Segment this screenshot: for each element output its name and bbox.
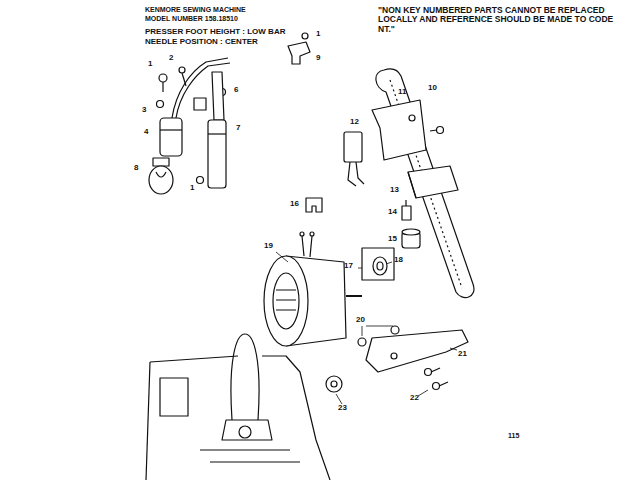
callout-number: 22 (410, 394, 419, 403)
callout-number: 3 (142, 106, 146, 115)
parts-note: "NON KEY NUMBERED PARTS CANNOT BE REPLAC… (378, 6, 628, 34)
callout-number: 17 (344, 262, 353, 271)
callout-number: 20 (356, 316, 365, 325)
callout-number: 7 (236, 124, 240, 133)
callout-number: 21 (458, 350, 467, 359)
callout-number: 1 (148, 60, 152, 69)
callout-number: 2 (169, 54, 173, 63)
callout-number: 12 (350, 118, 359, 127)
header-text: MODEL NUMBER 158.18510 (145, 15, 238, 23)
callout-number: 8 (134, 164, 138, 173)
setting-note: PRESSER FOOT HEIGHT : LOW BAR (145, 28, 285, 37)
callout-number: 4 (144, 128, 148, 137)
setting-note: NEEDLE POSITION : CENTER (145, 38, 258, 47)
header-text: KENMORE SEWING MACHINE (145, 6, 246, 14)
callout-number: 1 (316, 30, 320, 39)
callout-number: 14 (388, 208, 397, 217)
callout-number: 6 (234, 86, 238, 95)
callout-number: 19 (264, 242, 273, 251)
callout-number: 9 (316, 54, 320, 63)
callout-number: 23 (338, 404, 347, 413)
callout-number: 15 (388, 235, 397, 244)
callout-number: 13 (390, 186, 399, 195)
callout-number: 16 (290, 200, 299, 209)
page-number: 115 (508, 432, 519, 440)
callout-number: 11 (398, 88, 406, 97)
callout-number: 10 (428, 84, 437, 93)
callout-number: 18 (394, 256, 403, 265)
callout-number: 1 (190, 184, 194, 193)
